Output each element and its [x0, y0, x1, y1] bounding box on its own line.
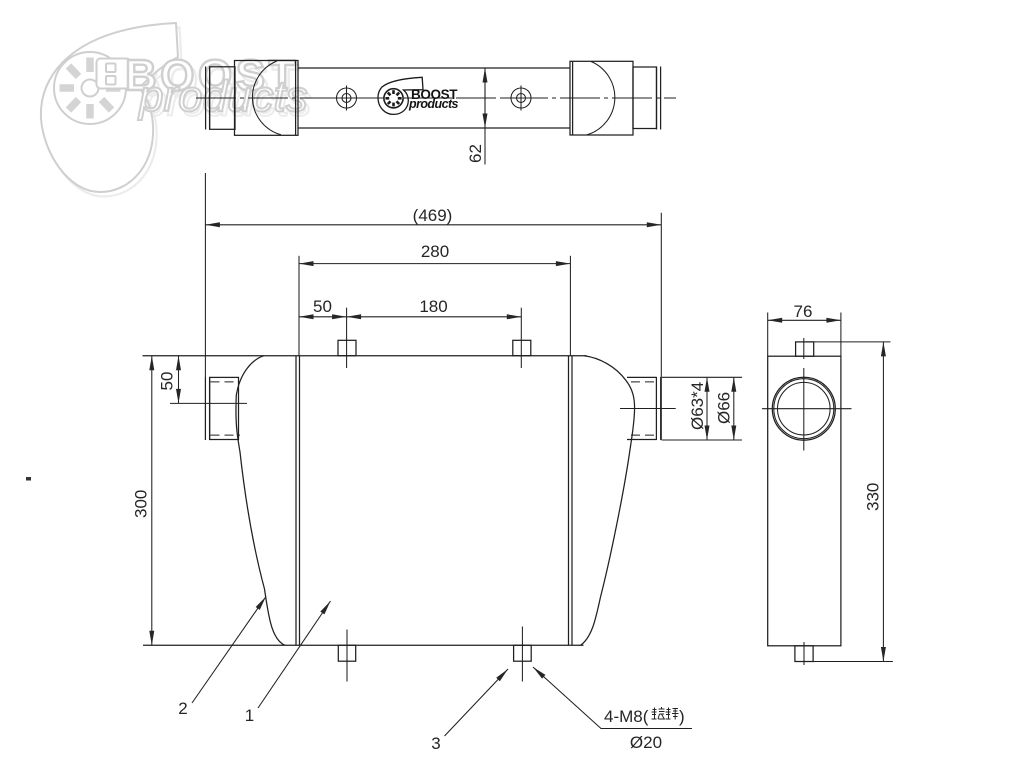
svg-text:(469): (469) — [413, 206, 453, 225]
svg-text:1: 1 — [245, 706, 254, 725]
svg-text:62: 62 — [466, 144, 485, 163]
svg-text:3: 3 — [431, 734, 440, 753]
svg-text:Ø20: Ø20 — [630, 733, 662, 752]
svg-text:50: 50 — [313, 297, 332, 316]
svg-text:76: 76 — [794, 302, 813, 321]
svg-text:BOOST: BOOST — [125, 51, 299, 100]
svg-text:products: products — [141, 77, 312, 126]
svg-text:BOOST: BOOST — [411, 87, 458, 102]
svg-text:products: products — [137, 72, 308, 121]
svg-text:300: 300 — [132, 490, 151, 518]
svg-text:50: 50 — [158, 372, 177, 391]
svg-text:4-M8(: 4-M8( — [604, 707, 649, 726]
svg-text:products: products — [408, 97, 459, 111]
svg-text:Ø66: Ø66 — [715, 392, 734, 424]
svg-text:): ) — [679, 707, 685, 726]
svg-text:280: 280 — [421, 242, 449, 261]
svg-text:330: 330 — [864, 483, 883, 511]
svg-text:180: 180 — [419, 297, 447, 316]
svg-text:Ø63*4: Ø63*4 — [688, 382, 707, 430]
svg-text:2: 2 — [178, 699, 187, 718]
